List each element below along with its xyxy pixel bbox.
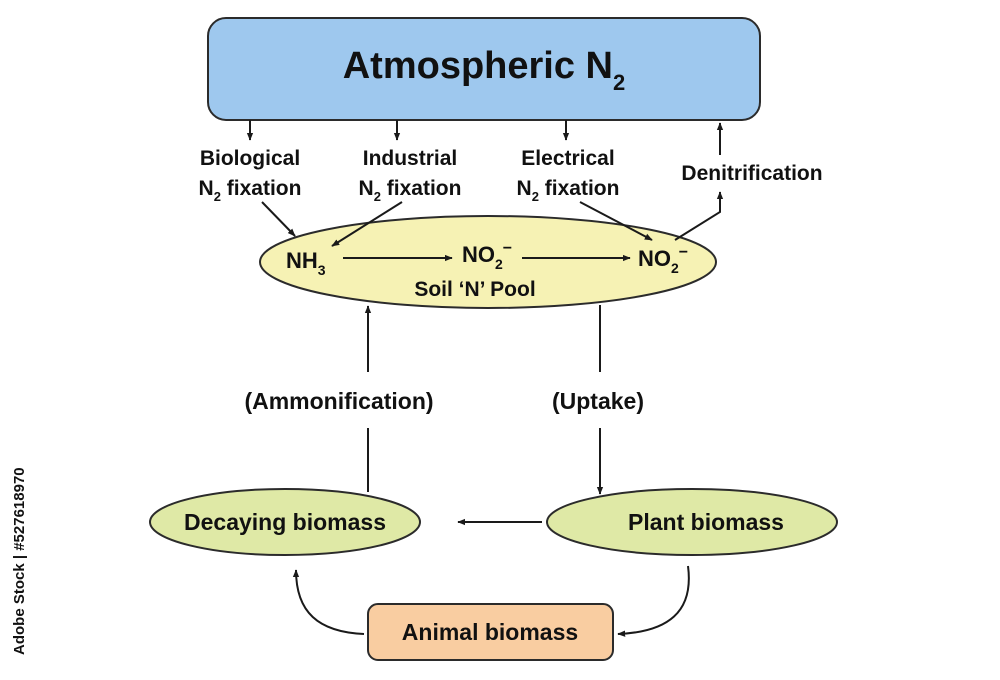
biological-fixation-label-2: N2 fixation (199, 177, 302, 204)
arrow-no3-to-denitrification (674, 191, 724, 241)
arrow-animal-to-decaying (292, 569, 365, 635)
arrow-biological-to-nh3 (261, 201, 296, 237)
arrow-plant-to-animal (617, 565, 690, 637)
no3-label: NO2− (638, 244, 688, 276)
svg-text:Adobe Stock | #527618970: Adobe Stock | #527618970 (11, 467, 28, 655)
denitrification-label: Denitrification (681, 162, 822, 185)
animal-biomass-label: Animal biomass (402, 619, 578, 645)
biological-fixation-label: Biological (200, 147, 300, 170)
electrical-fixation-label-2: N2 fixation (517, 177, 620, 204)
animal-biomass-box (367, 603, 614, 661)
soil-pool-label: Soil ‘N’ Pool (414, 278, 535, 301)
arrow-electrical-to-no3 (579, 201, 653, 241)
no2-label: NO2− (462, 240, 512, 272)
industrial-fixation-label-2: N2 fixation (359, 177, 462, 204)
atmosphere-box (207, 17, 761, 121)
industrial-fixation-label: Industrial (363, 147, 458, 170)
decaying-biomass-label: Decaying biomass (184, 509, 386, 535)
atmosphere-title: Atmospheric N2 (343, 45, 626, 95)
decaying-biomass-ellipse (149, 488, 421, 556)
arrow-industrial-to-nh3 (331, 201, 403, 247)
stock-id-watermark: Adobe Stock | #527618970 (11, 467, 28, 655)
electrical-fixation-label: Electrical (521, 147, 614, 170)
nh3-label: NH3 (286, 248, 326, 278)
ammonification-label: (Ammonification) (244, 388, 433, 414)
uptake-label: (Uptake) (552, 388, 644, 414)
plant-biomass-ellipse (546, 488, 838, 556)
soil-n-pool (259, 215, 717, 309)
plant-biomass-label: Plant biomass (628, 509, 784, 535)
